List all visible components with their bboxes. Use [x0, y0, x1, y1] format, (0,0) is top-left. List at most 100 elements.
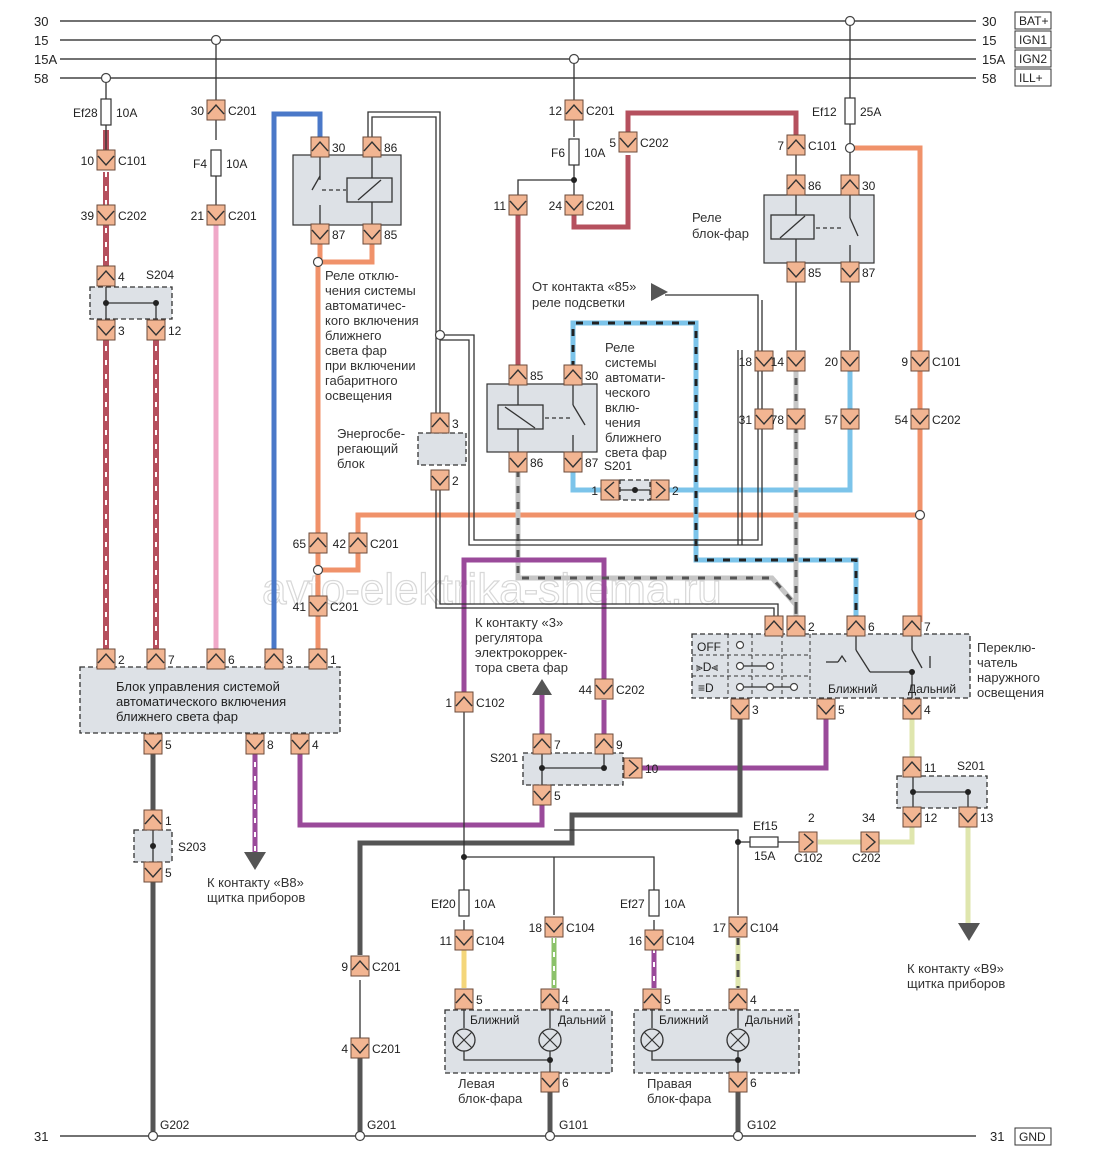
pin-number: 86: [384, 141, 398, 155]
fuse-ef28-icon: [100, 98, 112, 126]
s201-label-b: S201: [490, 751, 518, 765]
fuse-ef15-name: Ef15: [753, 819, 778, 833]
pin-chevron-icon: [455, 935, 473, 947]
pin-number: 6: [750, 1076, 757, 1090]
fuse-ef15-icon: [749, 836, 779, 848]
gnd-tag: GND: [1019, 1130, 1046, 1144]
pin-chevron-icon: [545, 922, 563, 934]
connector-pin: 87: [310, 223, 346, 245]
pin-number: 57: [825, 413, 839, 427]
connector-pin: 6: [540, 1071, 569, 1093]
switch-low-label: Ближний: [828, 682, 878, 696]
connector-pin: 2: [786, 615, 815, 637]
pin-chevron-icon: [147, 652, 165, 664]
fuse-ef20-name: Ef20: [431, 897, 456, 911]
pin-chevron-icon: [349, 536, 367, 548]
pin-number: 30: [585, 369, 599, 383]
pin-chevron-icon: [841, 414, 859, 426]
connector-pin: 5: [143, 861, 172, 883]
pin-number: 44: [579, 683, 593, 697]
wire-orange-ef12: [850, 145, 923, 622]
thin-wires: [105, 21, 851, 1040]
pin-chevron-icon: [97, 210, 115, 222]
pin-number: 78: [771, 413, 785, 427]
pin-number: 5: [609, 136, 616, 150]
connector-pin: 7: [902, 615, 931, 637]
connector-name: C202: [932, 413, 961, 427]
connector-pin: 2: [430, 469, 459, 491]
fuse-ef27-rating: 10A: [664, 897, 685, 911]
pin-chevron-icon: [911, 414, 929, 426]
pin-number: 11: [924, 761, 937, 775]
connector-pin: 10 C101: [81, 149, 147, 171]
connector-pin: 13: [958, 806, 994, 828]
fuse-f4-name: F4: [193, 157, 207, 171]
right-low-label: Ближний: [659, 1013, 709, 1027]
pin-number: 4: [118, 270, 125, 284]
power-buses: 30 15 15A 58 31 30 15 15A 58 31 BAT+ IGN…: [34, 11, 1052, 1146]
connector-pin: 30: [563, 364, 599, 386]
pin-number: 12: [168, 324, 182, 338]
connector-pin: [860, 831, 880, 853]
pin-number: 5: [838, 703, 845, 717]
pin-number: 6: [228, 653, 235, 667]
pin-chevron-icon: [729, 1077, 747, 1089]
switch-off-label: OFF: [697, 640, 721, 654]
connector-pin: [798, 831, 818, 853]
switch-high-label: Дальний: [908, 682, 956, 696]
fuse-ef28-rating: 10A: [116, 106, 137, 120]
s201-label-c: S201: [957, 759, 985, 773]
wire-cutoff-85: [318, 243, 375, 265]
arrow-to-3-icon: [532, 679, 552, 695]
pin-number: 10: [81, 154, 95, 168]
pin-number: 16: [629, 934, 643, 948]
ground-g202: G202: [160, 1118, 190, 1132]
pin-chevron-icon: [265, 652, 283, 664]
bus-30-right-label: 30: [982, 14, 996, 29]
pin-number: 4: [341, 1042, 348, 1056]
connector-pin: 4 C201: [341, 1037, 401, 1059]
note-to-b8: К контакту «B8»щитка приборов: [207, 875, 305, 905]
pin-number: 14: [771, 355, 785, 369]
pin-chevron-icon: [455, 992, 473, 1004]
pin-number: 3: [452, 417, 459, 431]
bus-15-left-label: 15: [34, 33, 48, 48]
connector-name: C101: [808, 139, 837, 153]
connector-name: C101: [118, 154, 147, 168]
pin-chevron-icon: [541, 992, 559, 1004]
pin-chevron-icon: [729, 992, 747, 1004]
pin-number: 2: [808, 620, 815, 634]
pin-number: 31: [739, 413, 753, 427]
pin-chevron-icon: [643, 992, 661, 1004]
pin-chevron-icon: [628, 759, 640, 777]
bus-58-right-label: 58: [982, 71, 996, 86]
relay-headlamp: [763, 194, 875, 264]
ign1-tag: IGN1: [1019, 33, 1047, 47]
ill-plus-tag: ILL+: [1019, 71, 1043, 85]
connector-pin: 3: [430, 412, 459, 434]
fuse-ef20-rating: 10A: [474, 897, 495, 911]
pin-chevron-icon: [351, 959, 369, 971]
pin-chevron-icon: [787, 138, 805, 150]
connector-name: C201: [586, 199, 615, 213]
ground-g101: G101: [559, 1118, 589, 1132]
wire-red-c201-c202: [571, 155, 631, 230]
connector-pin: 11: [494, 194, 528, 216]
ign2-tag: IGN2: [1019, 52, 1047, 66]
connector-name: C201: [372, 1042, 401, 1056]
note-from-85: От контакта «85»реле подсветки: [532, 279, 636, 310]
wire-purple-s201-10: [640, 712, 829, 771]
connector-pin: 18: [739, 350, 774, 372]
connector-name: C202: [616, 683, 645, 697]
pin-chevron-icon: [787, 414, 805, 426]
pin-number: 86: [530, 456, 544, 470]
connector-pin: 4: [728, 988, 757, 1010]
fuses: Ef28 10A F4 10A F6 10A Ef12 25A Ef15 15A…: [73, 97, 881, 917]
connector-pin: 3: [264, 648, 293, 670]
